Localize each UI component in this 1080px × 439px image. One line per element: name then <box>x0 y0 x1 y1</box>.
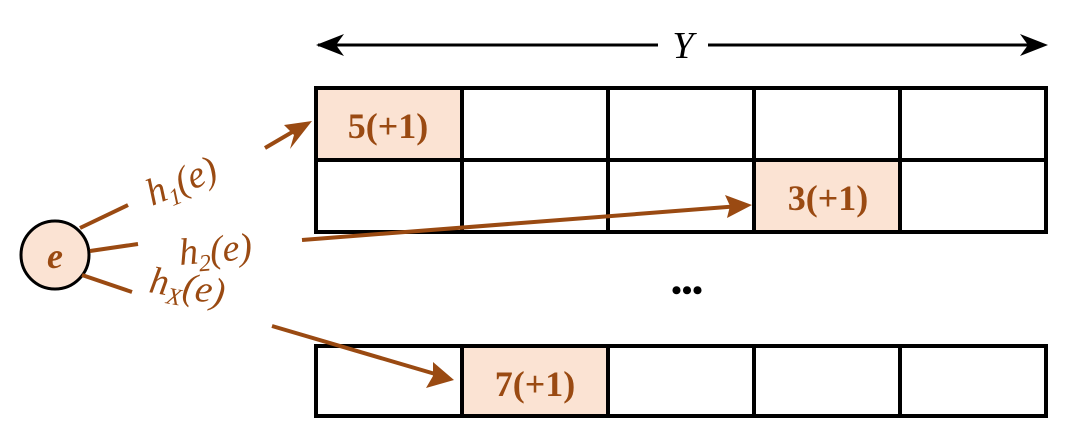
counter-cell-row2-col4 <box>754 160 900 232</box>
cell-value-3: 3(+1) <box>788 178 869 218</box>
y-axis-arrow: Y <box>316 25 1048 67</box>
hash1-arrow-stub <box>79 203 129 230</box>
hash2-arrowhead <box>725 195 752 218</box>
element-node: e <box>19 219 91 291</box>
hashx-arrowhead <box>426 362 454 388</box>
y-axis-arrowhead-left <box>316 34 344 56</box>
cell-value-5: 5(+1) <box>348 106 429 146</box>
hash2-label: h2(e) <box>177 226 254 279</box>
rows-ellipsis: ••• <box>671 274 703 307</box>
hash2-arrow <box>301 204 741 242</box>
counter-cell-row1-col1 <box>316 88 460 160</box>
cell-value-7: 7(+1) <box>495 364 576 404</box>
hashx-arrow <box>271 324 443 378</box>
hash2-arrow-stub <box>89 242 139 253</box>
element-label: e <box>47 236 63 276</box>
hash-arrows <box>79 122 741 378</box>
y-axis-label: Y <box>672 25 697 67</box>
y-axis-arrowhead-right <box>1020 34 1048 56</box>
hashx-arrow-stub <box>81 273 133 294</box>
counter-cell-rowx-col2 <box>462 346 608 416</box>
hash1-arrowhead <box>284 121 312 149</box>
hash1-label: h1(e) <box>140 148 225 219</box>
counter-table-bottom <box>314 344 1048 418</box>
counter-table-top <box>314 86 1048 234</box>
